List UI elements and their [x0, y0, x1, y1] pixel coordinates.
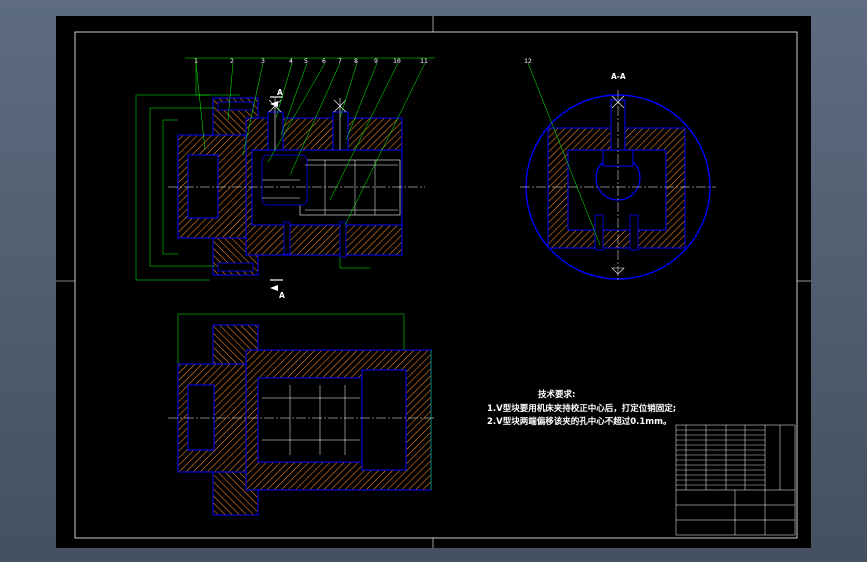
tech-note-line-2: 2.V型块两端偏移该夹的孔中心不超过0.1mm。 — [487, 416, 672, 427]
tech-notes-title: 技术要求: — [538, 389, 575, 400]
technical-requirements: 技术要求: 1.V型块要用机床夹持校正中心后，打定位销固定; 2.V型块两端偏移… — [487, 389, 676, 427]
balloon-7: 7 — [338, 57, 342, 65]
border-frame — [74, 31, 798, 539]
parts-list-rows — [676, 429, 765, 486]
front-section-view — [135, 57, 435, 291]
balloon-9: 9 — [374, 57, 378, 65]
balloon-12: 12 — [524, 57, 532, 65]
section-letter-top: A — [277, 88, 283, 97]
balloon-1: 1 — [194, 57, 198, 65]
top-view — [168, 313, 435, 516]
balloon-5: 5 — [304, 57, 308, 65]
balloon-3: 3 — [261, 57, 265, 65]
balloon-6: 6 — [322, 57, 326, 65]
section-letter-bottom: A — [279, 291, 285, 300]
balloon-11: 11 — [420, 57, 428, 65]
balloon-2: 2 — [230, 57, 234, 65]
tech-note-line-1: 1.V型块要用机床夹持校正中心后，打定位销固定; — [487, 403, 676, 414]
section-a-a-title: A-A — [611, 72, 626, 81]
balloon-8: 8 — [354, 57, 358, 65]
drawing-sheet — [56, 16, 811, 548]
frame-tick-marks — [56, 16, 811, 548]
balloon-10: 10 — [393, 57, 401, 65]
balloon-4: 4 — [289, 57, 293, 65]
part-balloons: 1 2 3 4 5 6 7 8 9 10 11 12 — [194, 57, 532, 65]
section-a-a-view: A-A — [520, 62, 716, 282]
